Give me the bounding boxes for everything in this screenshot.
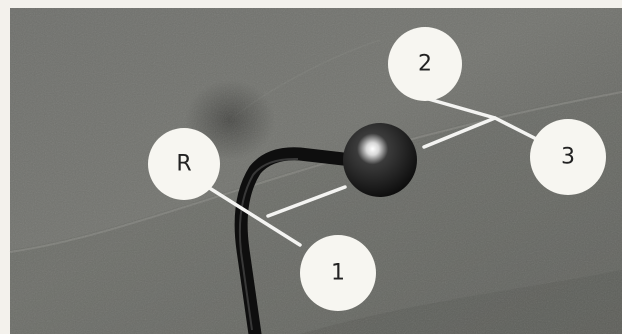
callout-second-label: 2 <box>418 52 432 77</box>
gear-lever-rod <box>234 147 359 334</box>
callout-first: 1 <box>300 235 376 311</box>
callout-reverse-label: R <box>176 152 191 177</box>
callout-first-label: 1 <box>331 261 345 286</box>
callout-reverse: R <box>148 128 220 200</box>
callout-third: 3 <box>530 119 606 195</box>
callout-third-label: 3 <box>561 145 575 170</box>
gear-knob <box>343 123 417 197</box>
callout-second: 2 <box>388 27 462 101</box>
